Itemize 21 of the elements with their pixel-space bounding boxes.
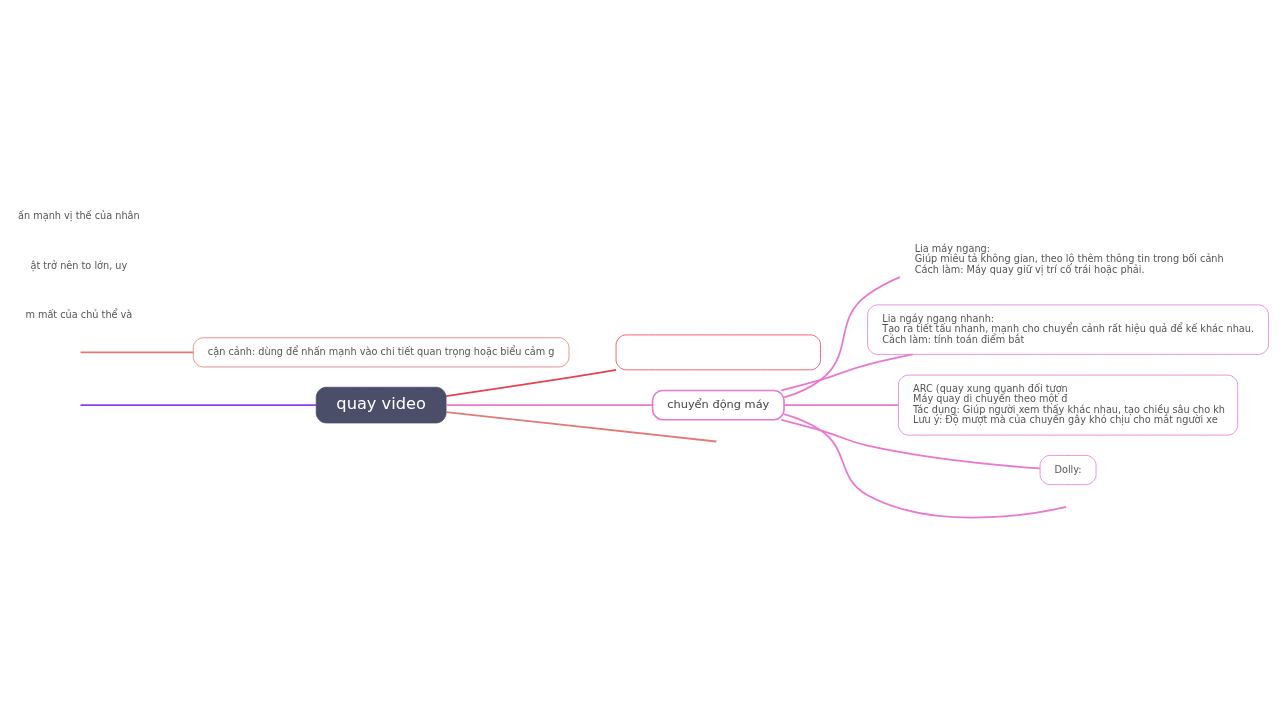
node-box: Dolly:: [1039, 455, 1097, 486]
node-text: Lia máy ngang: Giúp miêu tả không gian, theo lộ thêm thông tin trong bối cảnh Cách làm: Máy quay giữ vị trí cố trái hoặc phải.: [914, 242, 1224, 275]
node-box: ARC (quay xung quanh đối tượn Máy quay di chuyển theo một đ Tác dụng: Giúp người xem thấy khác nhau, tạo chiều sâu cho kh Lưu ý: Độ mượt mà của chuyển gây khó chịu cho mắt người xe: [898, 374, 1239, 436]
node-box: Lia ngáy ngang nhanh: Tạo ra tiết tấu nhanh, mạnh cho chuyển cảnh rất hiệu quả để kế khác nhau. Cách làm: tính toán điểm bắt: [867, 304, 1269, 355]
connector: [79, 351, 195, 354]
node-box: quay video: [315, 386, 447, 424]
connector: [445, 404, 654, 406]
label: ật trở nên to lớn, uy: [30, 259, 128, 271]
connector: [783, 413, 1068, 519]
connector: [780, 353, 914, 392]
node-box: chuyển động máy: [651, 389, 785, 421]
connector: [783, 404, 900, 406]
connector: [780, 418, 1041, 470]
connector: [79, 404, 318, 406]
node-box: cận cảnh: dùng để nhấn mạnh vào chi tiết quan trọng hoặc biểu cảm g: [192, 337, 570, 368]
node-box: [615, 334, 821, 371]
label: m mất của chủ thể và: [25, 309, 133, 321]
connector: [445, 368, 617, 397]
label: ấn mạnh vị thế của nhân: [18, 210, 140, 222]
connector: [445, 411, 718, 443]
connector: [783, 276, 901, 399]
